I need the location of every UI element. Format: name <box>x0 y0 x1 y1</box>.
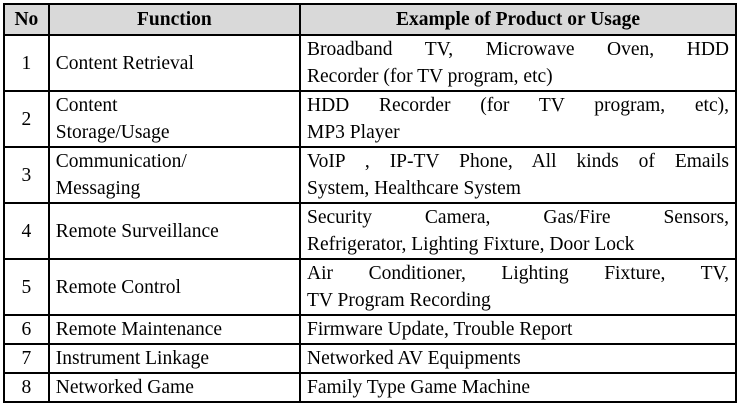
example-text: Family Type Game Machine <box>307 377 531 398</box>
table-row: 2 Content Storage/Usage HDD Recorder (fo… <box>3 90 737 148</box>
function-text: Remote Surveillance <box>55 220 219 242</box>
function-text: Remote Control <box>55 276 181 298</box>
example-text: Networked AV Equipments <box>307 348 521 369</box>
function-cell: Content Storage/Usage <box>47 90 302 148</box>
function-text: Networked Game <box>55 377 194 398</box>
row-number: 7 <box>3 343 50 374</box>
function-text: Messaging <box>55 178 141 199</box>
example-cell: Security Camera, Gas/Fire Sensors, Refri… <box>299 202 737 260</box>
example-cell: Broadband TV, Microwave Oven, HDD Record… <box>299 34 737 92</box>
function-cell: Networked Game <box>47 372 302 403</box>
function-text: Content Retrieval <box>55 52 194 74</box>
row-number: 2 <box>3 90 50 148</box>
header-example: Example of Product or Usage <box>299 3 737 36</box>
example-cell: VoIP , IP-TV Phone, All kinds of Emails … <box>299 146 737 204</box>
example-text: Air Conditioner, Lighting Fixture, TV, <box>307 263 729 284</box>
table-row: 7 Instrument Linkage Networked AV Equipm… <box>3 343 737 374</box>
function-cell: Content Retrieval <box>47 34 302 92</box>
function-cell: Instrument Linkage <box>47 343 302 374</box>
example-cell: Air Conditioner, Lighting Fixture, TV, T… <box>299 258 737 316</box>
example-text: MP3 Player <box>307 122 400 143</box>
row-number: 4 <box>3 202 50 260</box>
example-text: TV Program Recording <box>307 290 491 311</box>
table-row: 6 Remote Maintenance Firmware Update, Tr… <box>3 314 737 345</box>
row-number: 1 <box>3 34 50 92</box>
function-text: Communication/ <box>55 151 187 172</box>
function-cell: Remote Surveillance <box>47 202 302 260</box>
function-cell: Remote Maintenance <box>47 314 302 345</box>
table-header: No Function Example of Product or Usage <box>3 3 737 36</box>
table-row: 3 Communication/ Messaging VoIP , IP-TV … <box>3 146 737 204</box>
header-row: No Function Example of Product or Usage <box>3 3 737 36</box>
table-row: 5 Remote Control Air Conditioner, Lighti… <box>3 258 737 316</box>
row-number: 8 <box>3 372 50 403</box>
example-text: Refrigerator, Lighting Fixture, Door Loc… <box>307 234 635 255</box>
function-table: No Function Example of Product or Usage … <box>3 3 737 403</box>
example-cell: Family Type Game Machine <box>299 372 737 403</box>
function-text: Content <box>55 95 118 116</box>
example-text: VoIP , IP-TV Phone, All kinds of Emails <box>307 151 729 172</box>
example-text: System, Healthcare System <box>307 178 521 199</box>
example-text: Firmware Update, Trouble Report <box>307 319 573 340</box>
table-row: 8 Networked Game Family Type Game Machin… <box>3 372 737 403</box>
header-function: Function <box>47 3 302 36</box>
header-no: No <box>3 3 50 36</box>
function-cell: Remote Control <box>47 258 302 316</box>
example-text: Recorder (for TV program, etc) <box>307 66 553 87</box>
example-text: Security Camera, Gas/Fire Sensors, <box>307 207 729 228</box>
example-text: HDD Recorder (for TV program, etc), <box>307 95 729 116</box>
example-cell: Firmware Update, Trouble Report <box>299 314 737 345</box>
example-text: Broadband TV, Microwave Oven, HDD <box>307 39 729 60</box>
example-cell: HDD Recorder (for TV program, etc), MP3 … <box>299 90 737 148</box>
table-row: 4 Remote Surveillance Security Camera, G… <box>3 202 737 260</box>
function-text: Remote Maintenance <box>55 319 223 340</box>
row-number: 3 <box>3 146 50 204</box>
function-text: Instrument Linkage <box>55 348 210 369</box>
row-number: 6 <box>3 314 50 345</box>
table-body: 1 Content Retrieval Broadband TV, Microw… <box>3 34 737 403</box>
function-cell: Communication/ Messaging <box>47 146 302 204</box>
function-text: Storage/Usage <box>55 122 170 143</box>
example-cell: Networked AV Equipments <box>299 343 737 374</box>
table-row: 1 Content Retrieval Broadband TV, Microw… <box>3 34 737 92</box>
row-number: 5 <box>3 258 50 316</box>
